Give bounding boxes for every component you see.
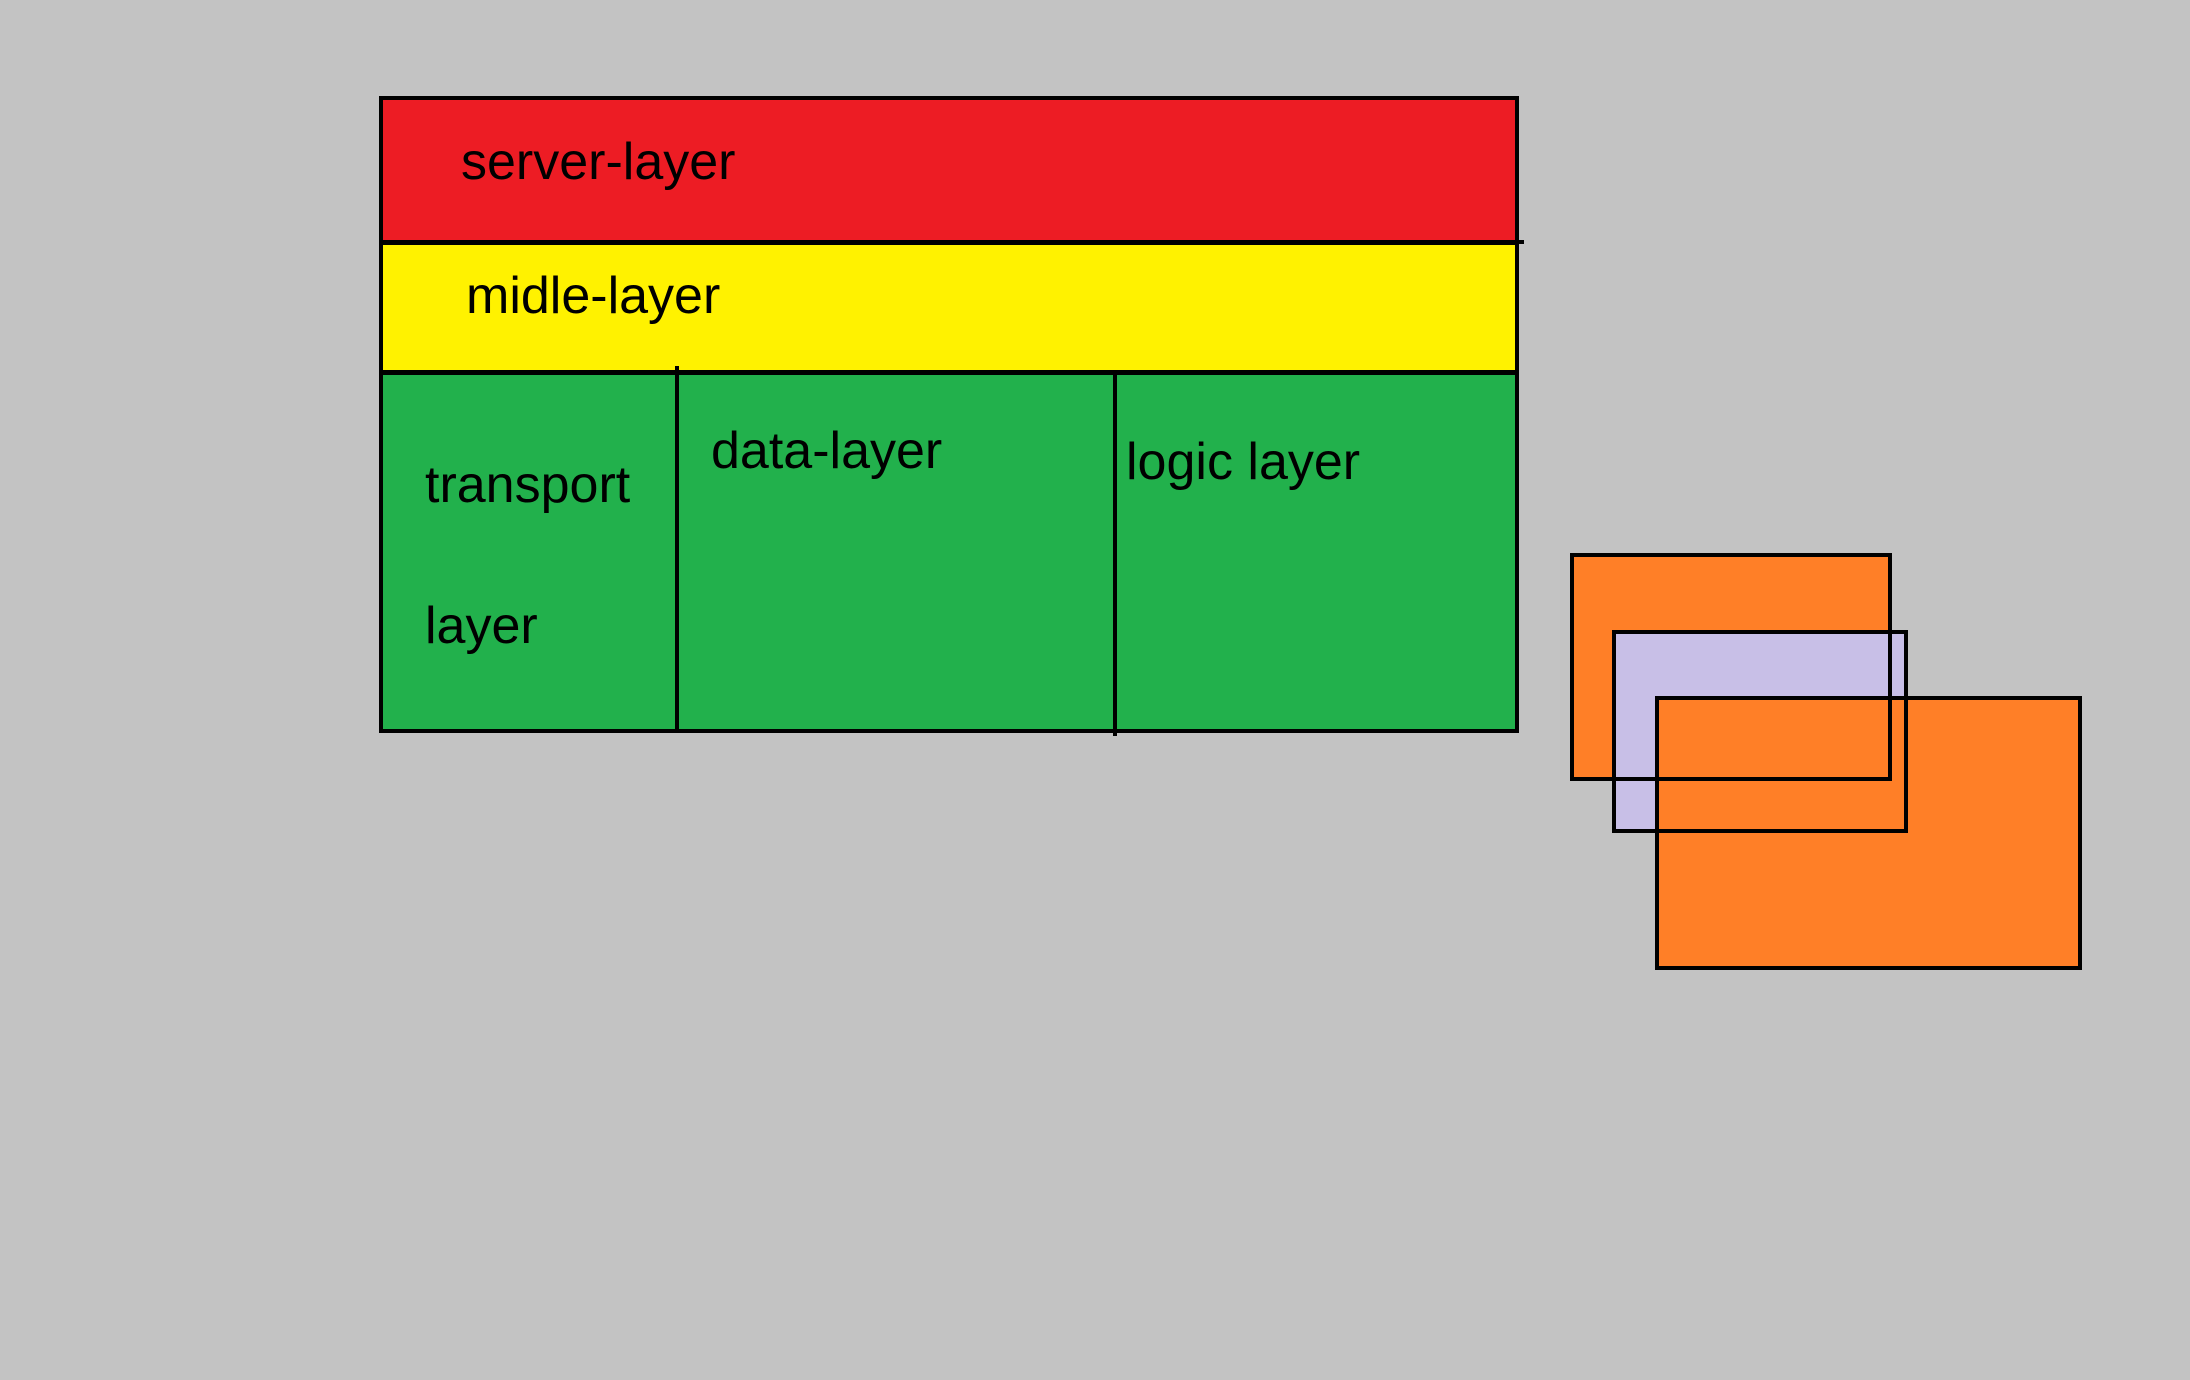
middle-layer-label: midle-layer (466, 267, 721, 325)
lavender-rectangle-outline (1612, 630, 1908, 833)
transport-layer-label-line-1: transport (425, 456, 631, 514)
logic-layer-label: logic layer (1126, 433, 1361, 491)
server-layer-label: server-layer (461, 133, 736, 191)
bottom-layer-divider-2 (1113, 372, 1117, 736)
bottom-layer-divider-1 (675, 366, 679, 733)
bottom-layer-block (379, 371, 1519, 733)
data-layer-label: data-layer (711, 422, 943, 480)
transport-layer-label-line-2: layer (425, 597, 538, 655)
middle-layer-block (379, 241, 1519, 374)
orange-rectangle-front (1655, 696, 2082, 970)
server-layer-block (379, 96, 1519, 244)
layer-divider-extension (1517, 240, 1524, 244)
orange-rectangle-back-outline (1570, 553, 1892, 781)
